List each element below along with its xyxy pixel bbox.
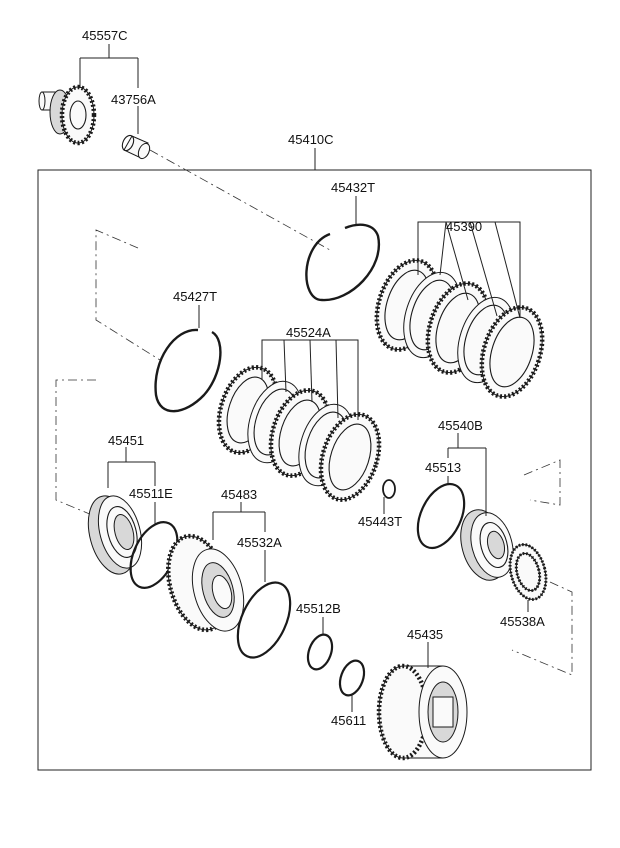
- label-45557C: 45557C: [82, 28, 128, 43]
- label-45410C: 45410C: [288, 132, 334, 147]
- label-45611: 45611: [331, 713, 366, 728]
- label-45540B: 45540B: [438, 418, 483, 433]
- center-lines: [55, 149, 573, 676]
- snap-ring-45432T: [305, 223, 381, 302]
- label-45538A: 45538A: [500, 614, 545, 629]
- output-shaft-gear: [38, 84, 97, 146]
- label-45443T: 45443T: [358, 514, 402, 529]
- label-45435: 45435: [407, 627, 443, 642]
- label-45451: 45451: [108, 433, 144, 448]
- label-45532A: 45532A: [237, 535, 282, 550]
- bearing-45538A: [508, 543, 548, 601]
- hub-45540B: [460, 509, 514, 581]
- label-43756A: 43756A: [111, 92, 156, 107]
- label-45524A: 45524A: [286, 325, 331, 340]
- part-labels: 45557C 43756A 45410C 45432T 45390 45427T…: [82, 28, 545, 728]
- ring-45443T: [382, 479, 396, 499]
- label-45432T: 45432T: [331, 180, 375, 195]
- clutch-pack-45390: [374, 258, 545, 399]
- label-45511E: 45511E: [129, 486, 173, 501]
- retainer-45483: [165, 533, 245, 633]
- drum-45435: [376, 663, 468, 761]
- snap-ring-45427T: [154, 328, 222, 413]
- piston-45451: [87, 495, 143, 575]
- label-45427T: 45427T: [173, 289, 217, 304]
- ring-45512B: [306, 633, 334, 671]
- leader-lines: [79, 44, 529, 712]
- label-45483: 45483: [221, 487, 257, 502]
- seal-ring-45513: [416, 482, 466, 550]
- label-45513: 45513: [425, 460, 461, 475]
- bushing: [121, 134, 151, 160]
- seal-ring-45532A: [236, 581, 292, 659]
- label-45390: 45390: [446, 219, 482, 234]
- ring-45611: [338, 659, 366, 697]
- label-45512B: 45512B: [296, 601, 341, 616]
- clutch-pack-45524A: [216, 365, 382, 502]
